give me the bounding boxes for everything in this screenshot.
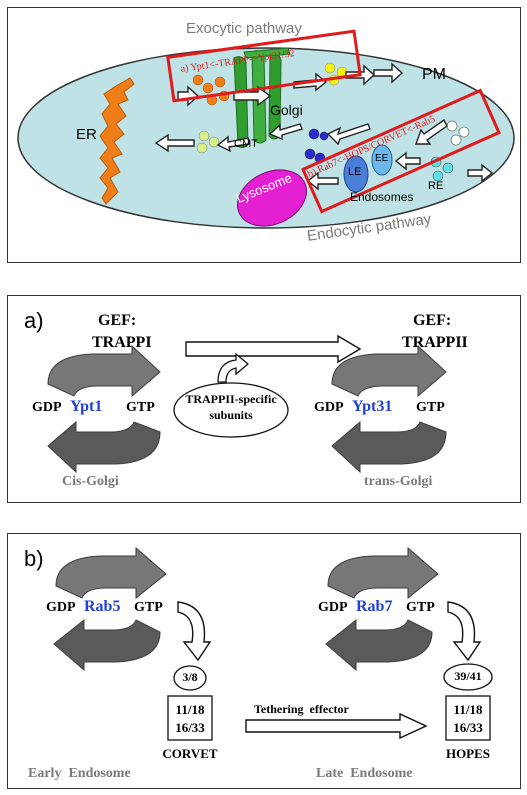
cycle-left-top-arrow — [47, 344, 161, 398]
early-endosome-label: Early Endosome — [28, 766, 131, 781]
lysosome — [237, 169, 307, 227]
er-organelle — [99, 77, 135, 205]
subunit-arrow — [217, 352, 250, 383]
rab5-cycle-bottom-arrow — [53, 618, 161, 672]
golgi-label: Golgi — [270, 102, 303, 118]
rab7-label: Rab7 — [356, 598, 393, 615]
pm-label: PM — [422, 66, 446, 83]
gef-left-title: GEF: — [98, 312, 137, 329]
cis-golgi-label: Cis-Golgi — [62, 474, 119, 489]
le-label: LE — [348, 166, 362, 178]
ypt1-label: Ypt1 — [70, 398, 103, 415]
trappi-to-trappii-arrow — [185, 334, 362, 364]
trappii-subunits-ellipse — [173, 382, 289, 438]
gef-right-name: TRAPPII — [402, 334, 468, 351]
corvet-box-text-2: 16/33 — [175, 720, 205, 735]
hopes-box — [445, 695, 491, 741]
gtp-left: GTP — [126, 400, 155, 415]
cycle-left-bottom-arrow — [47, 420, 161, 474]
gtp-to-corvet-arrow — [177, 601, 212, 662]
corvet-box — [167, 695, 213, 741]
hopes-box-text-2: 16/33 — [453, 720, 483, 735]
gef-left-name: TRAPPI — [92, 334, 152, 351]
cycle-right-bottom-arrow — [331, 420, 447, 474]
hopes-oval — [443, 663, 493, 691]
panel-a-letter: a) — [24, 308, 44, 333]
panel-a-graphics — [47, 334, 447, 474]
panel-b-graphics — [53, 546, 493, 741]
gtp-rab5: GTP — [134, 600, 163, 615]
cycle-right-top-arrow — [331, 344, 447, 398]
golgi-organelle — [233, 47, 291, 149]
corvet-box-text-1: 11/18 — [175, 702, 205, 717]
corvet-oval — [173, 665, 207, 691]
subunits-label-1: TRAPPII-specific — [185, 392, 277, 406]
rab7-cycle-bottom-arrow — [325, 618, 433, 672]
subunits-label-2: subunits — [209, 408, 253, 422]
exocytic-pathway-label: Exocytic pathway — [186, 20, 302, 37]
hopes-oval-text: 39/41 — [454, 669, 482, 683]
gtp-to-hopes-arrow — [447, 601, 482, 662]
rab-highlight-box — [301, 88, 501, 214]
tethering-arrow — [245, 712, 428, 740]
panel-b: b) GDP Rab5 GTP GDP Rab7 GTP 3/8 39/41 1… — [7, 533, 521, 789]
gtp-rab7: GTP — [406, 600, 435, 615]
gdp-right: GDP — [314, 400, 344, 415]
late-endosome — [343, 155, 369, 193]
green-vesicles — [196, 130, 220, 154]
late-endosome-label: Late Endosome — [316, 766, 413, 781]
rab5-cycle-top-arrow — [55, 546, 167, 600]
endocytic-arrows — [306, 118, 494, 191]
tethering-label: Tethering effector — [254, 702, 349, 716]
gdp-rab7: GDP — [318, 600, 348, 615]
panel-a: a) GEF: TRAPPI GEF: TRAPPII TRAPPII-spec… — [7, 295, 521, 503]
retrograde-arrows — [154, 123, 303, 153]
gef-right-title: GEF: — [413, 312, 452, 329]
rab5-label: Rab5 — [84, 598, 121, 615]
corvet-label: CORVET — [162, 746, 218, 761]
ypt31-label: Ypt31 — [352, 398, 393, 415]
early-endosome — [371, 144, 393, 176]
top-panel: Exocytic pathway Endocytic pathway PM ER… — [7, 7, 521, 263]
hopes-box-text-1: 11/18 — [453, 702, 483, 717]
hopes-label: HOPES — [445, 746, 491, 761]
rab7-cycle-top-arrow — [327, 546, 439, 600]
re-label: RE — [428, 180, 444, 192]
ypt-highlight-box — [166, 29, 362, 103]
gtp-right: GTP — [416, 400, 445, 415]
panel-b-letter: b) — [24, 546, 44, 571]
cmt-label: CMT — [234, 138, 258, 150]
corvet-oval-text: 3/8 — [182, 670, 198, 684]
gdp-rab5: GDP — [46, 600, 76, 615]
cell-diagram — [17, 29, 515, 229]
white-vesicles — [446, 120, 470, 146]
ee-label: EE — [375, 153, 389, 164]
endosomes-label: Endosomes — [350, 190, 414, 204]
orange-vesicles — [192, 74, 230, 106]
trans-golgi-label: trans-Golgi — [364, 474, 433, 489]
er-label: ER — [76, 126, 97, 143]
gdp-left: GDP — [32, 400, 62, 415]
